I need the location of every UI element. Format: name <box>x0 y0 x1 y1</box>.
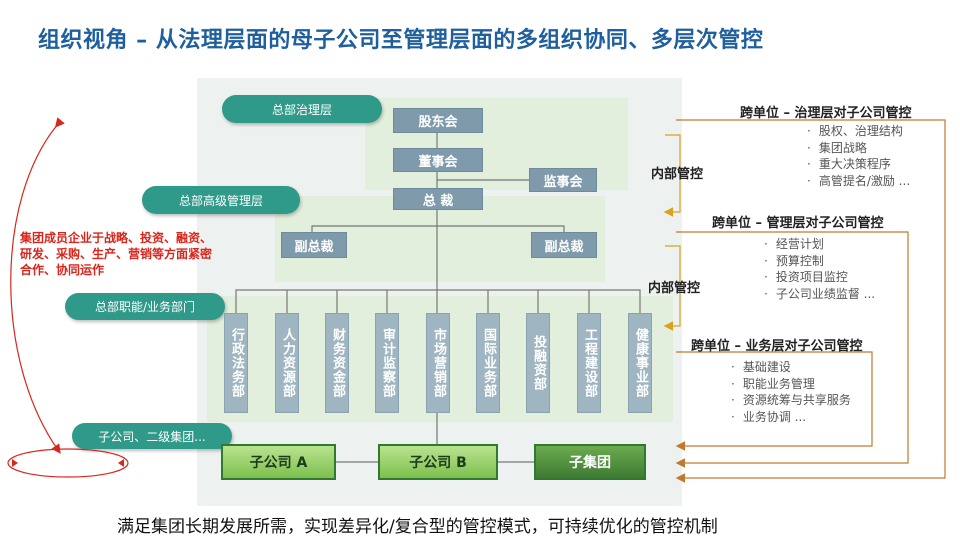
dept-box: 工程建设部 <box>577 313 601 413</box>
management-control-list: 经营计划 预算控制 投资项目监控 子公司业绩监督 ... <box>764 236 875 302</box>
dept-box: 投融资部 <box>526 313 550 413</box>
business-control-list: 基础建设 职能业务管理 资源统筹与共享服务 业务协调 ... <box>731 359 851 425</box>
collaboration-note: 集团成员企业于战略、投资、融资、研发、采购、生产、营销等方面紧密合作、协同运作 <box>20 231 213 277</box>
internal-control-label-2: 内部管控 <box>648 281 701 296</box>
governance-control-heading: 跨单位 – 治理层对子公司管控 <box>740 106 912 121</box>
vp-right-box: 副总裁 <box>531 232 597 258</box>
dept-box: 健康事业部 <box>628 313 652 413</box>
list-item: 经营计划 <box>764 236 875 253</box>
dept-box: 审计监察部 <box>375 313 399 413</box>
management-control-heading: 跨单位 – 管理层对子公司管控 <box>712 216 884 231</box>
functional-layer-pill: 总部职能/业务部门 <box>65 293 225 320</box>
list-item: 高管提名/激励 ... <box>807 173 910 190</box>
subsidiary-a-box: 子公司 A <box>221 444 336 480</box>
list-item: 业务协调 ... <box>731 409 851 426</box>
list-item: 子公司业绩监督 ... <box>764 286 875 303</box>
internal-control-label-1: 内部管控 <box>651 167 704 182</box>
subgroup-box: 子集团 <box>534 444 646 480</box>
subsidiary-b-box: 子公司 B <box>378 444 498 480</box>
list-item: 股权、治理结构 <box>807 123 910 140</box>
governance-layer-pill: 总部治理层 <box>222 95 382 123</box>
list-item: 集团战略 <box>807 140 910 157</box>
supervisors-box: 监事会 <box>529 168 597 192</box>
board-box: 董事会 <box>393 148 483 172</box>
subsidiary-layer-pill: 子公司、二级集团... <box>72 423 232 449</box>
senior-layer-pill: 总部高级管理层 <box>142 186 300 214</box>
list-item: 预算控制 <box>764 253 875 270</box>
list-item: 重大决策程序 <box>807 156 910 173</box>
dept-box: 人力资源部 <box>275 313 299 413</box>
dept-box: 财务资金部 <box>325 313 349 413</box>
list-item: 基础建设 <box>731 359 851 376</box>
list-item: 职能业务管理 <box>731 376 851 393</box>
governance-control-list: 股权、治理结构 集团战略 重大决策程序 高管提名/激励 ... <box>807 123 910 189</box>
page-title: 组织视角 – 从法理层面的母子公司至管理层面的多组织协同、多层次管控 <box>38 28 764 53</box>
bottom-caption: 满足集团长期发展所需，实现差异化/复合型的管控模式，可持续优化的管控机制 <box>117 517 718 537</box>
dept-box: 行政法务部 <box>224 313 248 413</box>
dept-box: 国际业务部 <box>476 313 500 413</box>
dept-box: 市场营销部 <box>426 313 450 413</box>
shareholders-box: 股东会 <box>393 108 483 133</box>
president-box: 总 裁 <box>393 188 483 210</box>
list-item: 资源统筹与共享服务 <box>731 392 851 409</box>
vp-left-box: 副总裁 <box>281 232 347 258</box>
list-item: 投资项目监控 <box>764 269 875 286</box>
business-control-heading: 跨单位 – 业务层对子公司管控 <box>691 339 863 354</box>
